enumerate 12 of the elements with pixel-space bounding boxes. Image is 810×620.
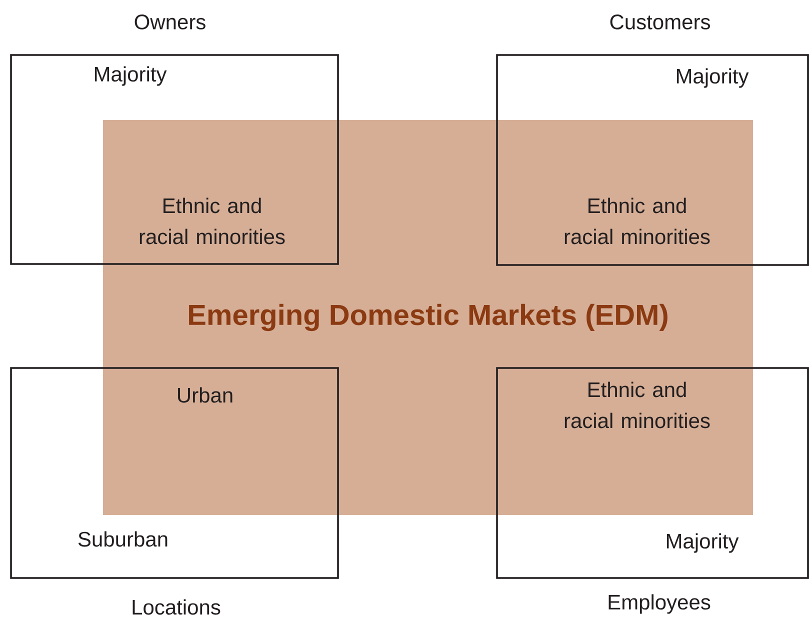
box-label: Majority (94, 66, 167, 86)
box-title: Owners (134, 14, 206, 30)
box-label: Urban (178, 387, 232, 403)
box-label: Ethnic and racial minorities (564, 198, 710, 244)
box-label: Majority (666, 533, 739, 553)
box-label: Suburban (78, 531, 168, 547)
box-title: Locations (132, 599, 220, 615)
box-label: Majority (676, 68, 749, 88)
box-title: Employees (608, 594, 710, 614)
box-label: Ethnic and racial minorities (564, 382, 710, 428)
box-title: Customers (610, 14, 710, 30)
box-label: Ethnic and racial minorities (140, 198, 285, 244)
